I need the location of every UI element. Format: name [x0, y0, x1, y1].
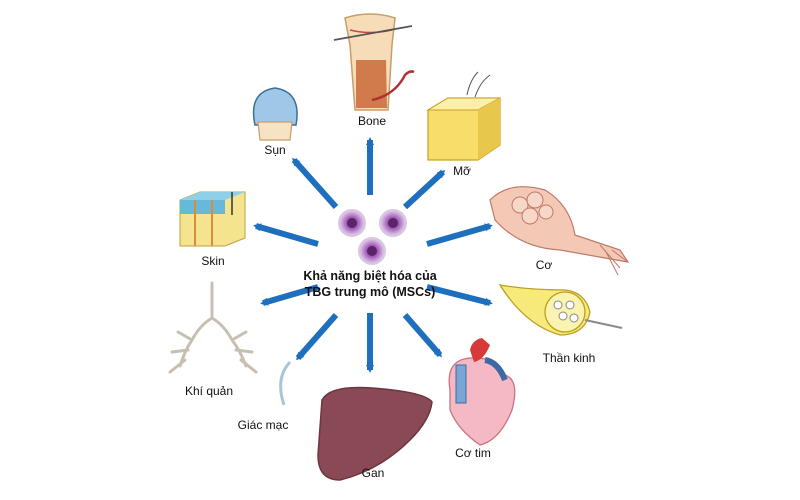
arrow-cartilage	[291, 157, 339, 209]
label-muscle: Cơ	[535, 258, 553, 272]
label-skin: Skin	[201, 254, 225, 268]
skin-icon	[179, 191, 246, 247]
liver-icon	[317, 386, 433, 481]
nerve-icon	[498, 284, 623, 336]
trachea-icon	[168, 281, 258, 374]
cornea-icon	[279, 360, 292, 406]
bone-icon	[333, 13, 415, 111]
label-bone: Bone	[357, 114, 387, 128]
label-cornea: Giác mạc	[237, 418, 289, 432]
arrow-cornea	[295, 313, 339, 361]
label-fat: Mỡ	[453, 164, 471, 178]
arrow-skin	[253, 223, 319, 247]
arrow-muscle	[426, 223, 493, 247]
arrow-nerve	[426, 284, 493, 306]
arrows	[253, 137, 493, 373]
heart-icon	[448, 338, 516, 446]
cartilage-icon	[252, 87, 298, 141]
center-title-line1: Khả năng biệt hóa của	[303, 269, 437, 283]
fat-tissue-icon	[426, 71, 501, 161]
center-title-line2: TBG trung mô (MSCs)	[304, 285, 436, 299]
arrow-heart	[402, 313, 443, 358]
arrow-fat	[402, 169, 446, 210]
label-nerve: Thần kinh	[542, 351, 596, 365]
center-title: Khả năng biệt hóa của TBG trung mô (MSCs…	[303, 268, 436, 300]
muscle-icon	[489, 186, 630, 276]
label-trachea: Khí quản	[184, 384, 234, 398]
label-liver: Gan	[361, 466, 385, 480]
label-cartilage: Sụn	[264, 143, 286, 157]
label-heart: Cơ tim	[455, 446, 491, 460]
stem-cell-icon	[338, 209, 407, 265]
arrow-trachea	[260, 284, 319, 306]
